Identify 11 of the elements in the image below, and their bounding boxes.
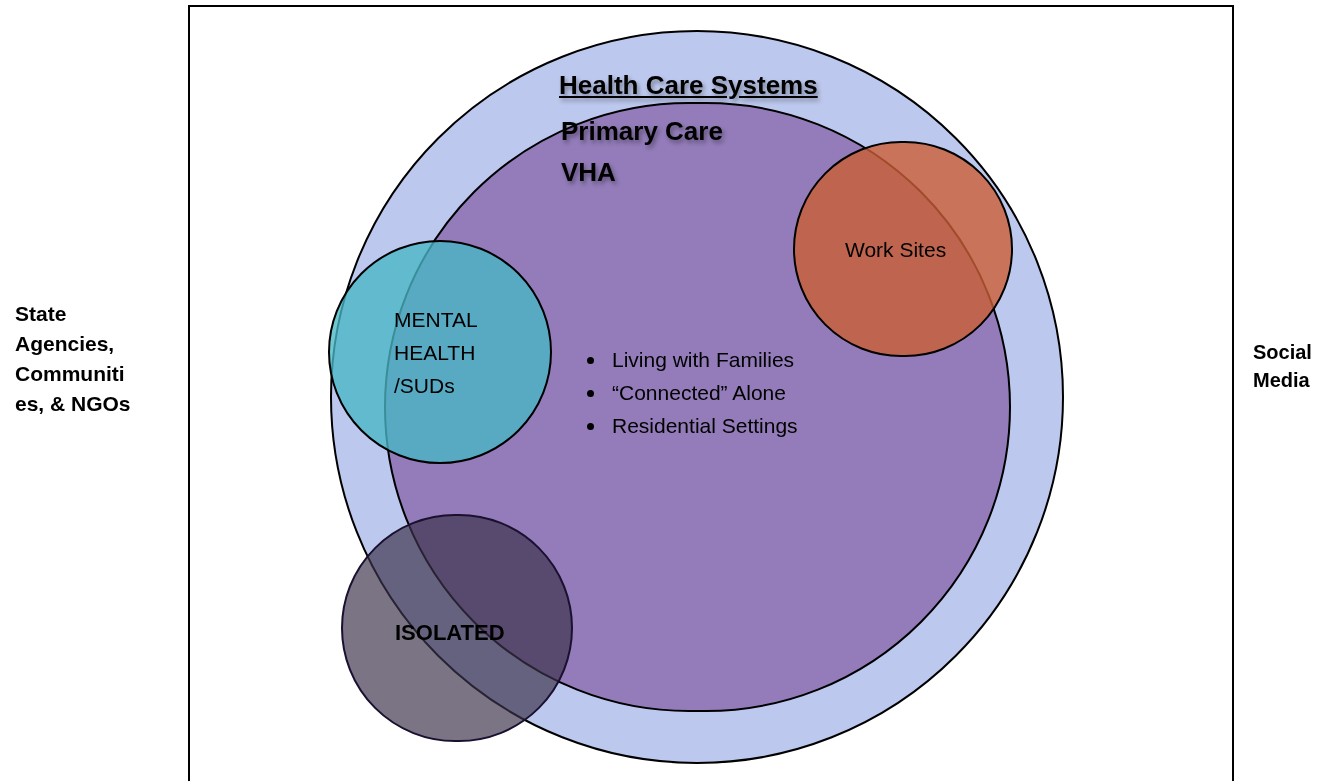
heading: Health Care Systems [559,70,818,100]
frame-box [188,5,1234,781]
subheading: VHA [561,157,616,187]
side-label: Social Media [1253,340,1313,393]
bullet-item: “Connected” Alone [612,380,786,406]
side-label: State Agencies, Communities, & NGOs [15,301,132,417]
bullet-item: Living with Families [612,347,795,373]
circle-label: MENTALHEALTH/SUDs [394,307,478,399]
subheading: Primary Care [561,116,723,146]
circle-label: Work Sites [845,237,947,263]
bullet-item: Residential Settings [612,413,798,439]
